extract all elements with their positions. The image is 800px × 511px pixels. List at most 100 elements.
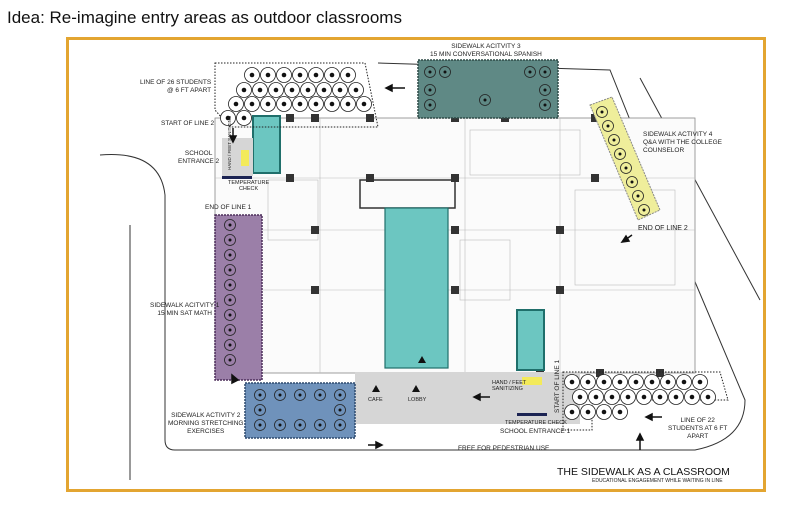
student-dot [278,393,282,397]
student-dot [338,423,342,427]
student-dot [289,87,295,93]
student-dot [329,72,335,78]
student-dot [543,88,547,92]
student-dot [273,87,279,93]
structural-column [286,174,294,182]
end-line-2-label: END OF LINE 2 [638,225,688,232]
structural-column [451,286,459,294]
label-line: SIDEWALK ACITVITY 1 [150,302,220,309]
student-dot [593,394,599,400]
stair-2 [252,115,281,174]
student-dot [228,283,232,287]
student-dot [601,409,607,415]
student-dot [577,394,583,400]
temperature-check-2-label: TEMPERATURE CHECK [228,180,269,192]
subcaption: EDUCATIONAL ENGAGEMENT WHILE WAITING IN … [592,478,723,484]
student-dot [228,313,232,317]
student-dot [265,101,271,107]
student-dot [313,101,319,107]
student-marker [274,419,286,431]
student-dot [249,72,255,78]
label-line: @ 6 FT APART [166,87,212,94]
label-line: COUNSELOR [643,147,685,154]
school-entrance-1-label: SCHOOL ENTRANCE 1 [500,428,571,435]
label-line: SIDEWALK ACITVITY 3 [451,43,521,50]
student-dot [265,72,271,78]
activity-2-zone [244,382,356,439]
hand-feet-sanitizing-2-label: HAND / FEET SANITIZING [227,115,232,170]
student-dot [641,394,647,400]
student-marker [479,94,491,106]
temperature-check-bar-1 [517,413,547,416]
student-marker [424,84,436,96]
student-dot [609,394,615,400]
label-line: MORNING STRETCHING [168,420,244,427]
start-line-2-label: START OF LINE 2 [161,120,215,127]
structural-column [286,114,294,122]
diagram-frame [66,37,766,492]
student-dot [297,101,303,107]
label-line: HAND / FEET [492,380,527,386]
sidewalk-outline [99,62,746,451]
lobby-marker [412,385,420,392]
free-pedestrian-label: FREE FOR PEDESTRIAN USE [458,445,550,452]
student-dot [543,70,547,74]
structural-column [591,174,599,182]
student-dot [281,101,287,107]
activity-3-label: SIDEWALK ACITVITY 3 15 MIN CONVERSATIONA… [430,43,542,59]
student-dot [569,379,575,385]
student-dot [636,194,640,198]
student-dot [257,87,263,93]
page-title: Idea: Re-imagine entry areas as outdoor … [7,8,402,27]
student-dot [657,394,663,400]
student-dot [228,238,232,242]
student-marker [254,419,266,431]
line-26-zone [214,62,379,128]
student-marker [224,234,236,246]
activity-4-zone [589,96,661,221]
label-line: Q&A WITH THE COLLEGE [643,139,722,146]
student-marker [224,309,236,321]
structural-column [311,114,319,122]
student-dot [241,115,247,121]
student-dot [612,138,616,142]
student-dot [689,394,695,400]
student-dot [297,72,303,78]
end-line-1-label: END OF LINE 1 [205,204,252,211]
student-marker [294,389,306,401]
student-marker [224,219,236,231]
student-marker [224,264,236,276]
student-dot [338,408,342,412]
student-dot [617,379,623,385]
student-dot [617,409,623,415]
label-line: LINE OF 26 STUDENTS [140,79,212,86]
student-dot [313,72,319,78]
student-dot [681,379,687,385]
student-dot [705,394,711,400]
stair-1 [516,309,545,371]
label-line: STUDENTS AT 6 FT [668,425,728,432]
student-dot [618,152,622,156]
student-marker [334,404,346,416]
student-dot [600,110,604,114]
sanitizing-pad-2 [241,150,249,166]
activity-4-label: SIDEWALK ACTIVITY 4 Q&A WITH THE COLLEGE… [643,131,722,155]
student-dot [318,423,322,427]
line-22-label: LINE OF 22 STUDENTS AT 6 FT APART [668,417,727,441]
student-marker [224,339,236,351]
label-line: TEMPERATURE [228,180,270,186]
structural-column [366,114,374,122]
student-dot [585,409,591,415]
lobby-label: LOBBY [408,397,427,403]
student-dot [318,393,322,397]
structural-column [556,286,564,294]
student-dot [697,379,703,385]
student-dot [361,101,367,107]
student-marker [254,389,266,401]
student-dot [278,423,282,427]
hand-feet-sanitizing-1-label: HAND / FEET SANITIZING [492,380,526,392]
student-dot [258,408,262,412]
label-line: 15 MIN CONVERSATIONAL SPANISH [430,51,542,58]
student-dot [258,423,262,427]
